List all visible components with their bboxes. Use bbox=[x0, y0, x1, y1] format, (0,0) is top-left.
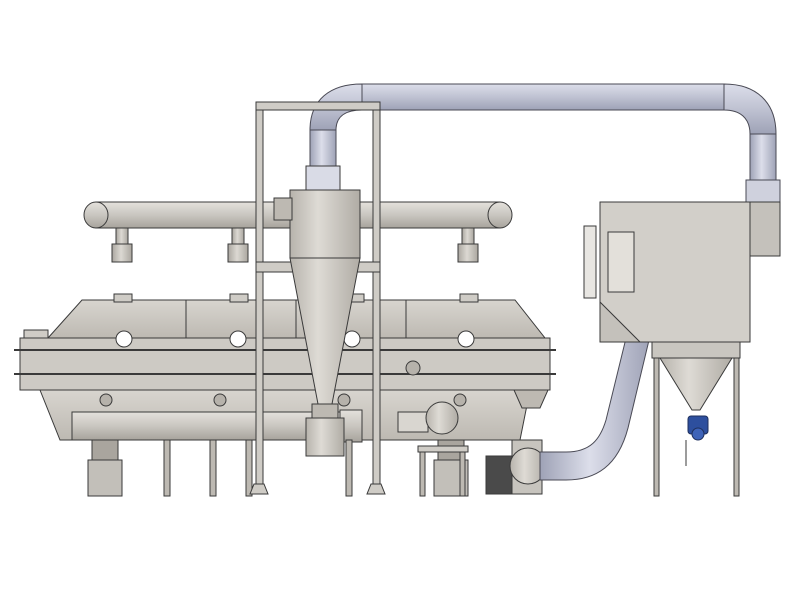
fluid-bed-dryer-body bbox=[14, 293, 556, 497]
blower bbox=[397, 401, 469, 497]
rotary-valve bbox=[685, 415, 709, 466]
fan-to-filter-duct bbox=[539, 329, 651, 481]
bag-filter bbox=[583, 201, 781, 497]
cyclone-separator bbox=[273, 165, 361, 457]
induced-draft-fan bbox=[485, 439, 547, 495]
